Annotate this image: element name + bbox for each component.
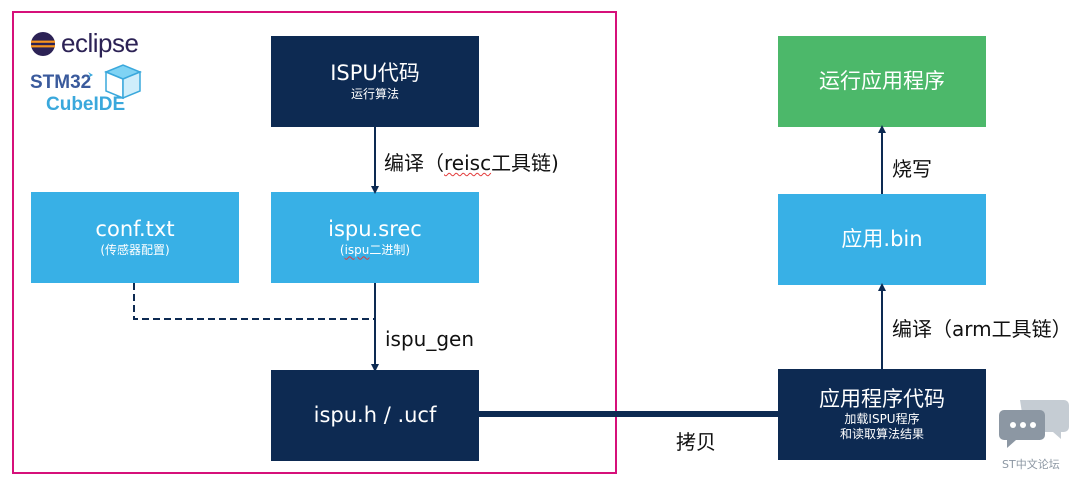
eclipse-wordmark: eclipse — [61, 28, 139, 58]
dashed-conf-link — [133, 283, 375, 320]
copy-label: 拷贝 — [676, 430, 716, 454]
conf-node: conf.txt (传感器配置) — [31, 192, 239, 283]
app-code-title: 应用程序代码 — [819, 386, 945, 411]
ispu-code-subtitle: 运行算法 — [350, 86, 399, 101]
app-bin-node: 应用.bin — [778, 194, 986, 285]
compile-reisc-label: 编译（reisc工具链) — [384, 151, 559, 175]
ispu-code-title: ISPU代码 — [330, 61, 420, 86]
srec-title: ispu.srec — [328, 217, 422, 242]
forum-watermark-label: ST中文论坛 — [1002, 458, 1060, 471]
ispu-h-node: ispu.h / .ucf — [271, 370, 479, 461]
burn-label: 烧写 — [892, 157, 932, 181]
conf-subtitle: (传感器配置) — [100, 242, 170, 257]
chat-bubble-icon — [999, 400, 1069, 448]
app-code-node: 应用程序代码 加载ISPU程序 和读取算法结果 — [778, 369, 986, 460]
ispu-gen-label: ispu_gen — [385, 327, 475, 351]
stm32-wordmark: STM32 — [30, 72, 92, 93]
conf-title: conf.txt — [95, 217, 175, 242]
app-bin-title: 应用.bin — [841, 226, 923, 251]
cube-icon — [88, 64, 142, 100]
eclipse-icon — [31, 31, 55, 56]
ispu-h-title: ispu.h / .ucf — [313, 402, 437, 427]
forum-watermark: ST中文论坛 — [998, 398, 1078, 478]
srec-subtitle: (ispu二进制) — [339, 242, 411, 257]
compile-arm-label: 编译（arm工具链） — [892, 317, 1072, 341]
cubeide-wordmark: CubeIDE — [46, 94, 126, 115]
eclipse-logo: eclipse — [30, 28, 139, 59]
stm32-cubeide-logo: STM32 CubeIDE — [30, 64, 150, 120]
ispu-code-node: ISPU代码 运行算法 — [271, 36, 479, 127]
app-code-subtitle-2: 和读取算法结果 — [839, 427, 924, 442]
run-app-node: 运行应用程序 — [778, 36, 986, 127]
app-code-subtitle-1: 加载ISPU程序 — [844, 412, 920, 427]
srec-node: ispu.srec (ispu二进制) — [271, 192, 479, 283]
run-app-title: 运行应用程序 — [819, 68, 945, 93]
ide-frame — [12, 11, 617, 474]
